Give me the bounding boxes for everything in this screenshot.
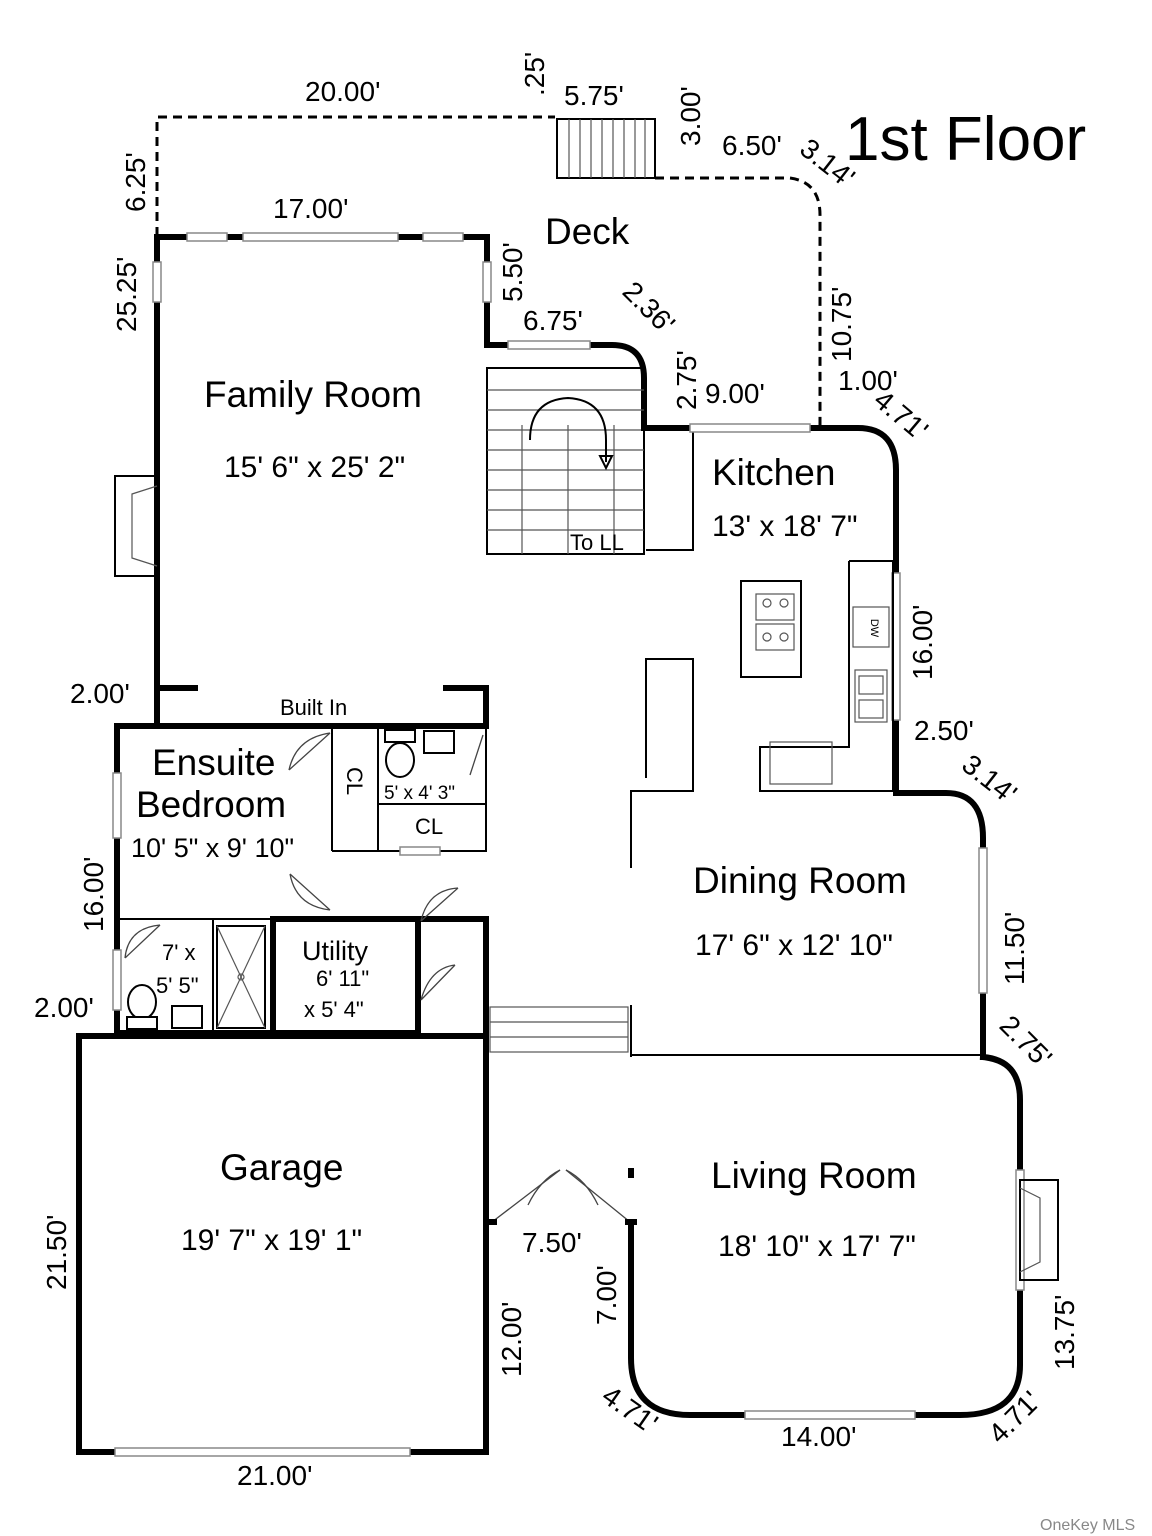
dim-label: 6.75' — [523, 305, 583, 336]
dining-room-name: Dining Room — [693, 860, 907, 901]
kitchen-island — [740, 580, 802, 678]
deck-label: Deck — [545, 211, 630, 252]
dim-label: 21.00' — [237, 1460, 312, 1491]
kitchen-name: Kitchen — [712, 452, 835, 493]
powder-room-size: 5' x 4' 3" — [384, 783, 455, 804]
labels: 1st Floor Deck Family Room 15' 6" x 25' … — [131, 105, 1086, 1263]
dim-label: 16.00' — [78, 857, 109, 932]
living-room-name: Living Room — [711, 1155, 917, 1196]
dining-room-walls — [489, 790, 988, 1060]
garage-walls — [76, 916, 489, 1457]
dim-label: 12.00' — [496, 1302, 527, 1377]
powder-room-fixtures — [384, 729, 484, 778]
ensuite-name-line2: Bedroom — [136, 784, 286, 825]
ensuite-walls — [112, 723, 489, 922]
utility-name: Utility — [302, 936, 368, 966]
dim-label: 5.50' — [497, 242, 528, 302]
dim-label: 6.25' — [120, 152, 151, 212]
dim-label: .25' — [519, 52, 550, 96]
deck-outline — [155, 115, 822, 428]
dim-label: 7.00' — [591, 1265, 622, 1325]
kitchen-counter — [759, 560, 894, 792]
living-room-fireplace — [1019, 1179, 1059, 1281]
dim-label: 7.50' — [522, 1227, 582, 1258]
built-in-label: Built In — [280, 695, 347, 720]
dim-label: 13.75' — [1049, 1295, 1080, 1370]
dim-label: 4.71' — [982, 1385, 1046, 1449]
garage-name: Garage — [220, 1147, 343, 1188]
dim-label: 2.75' — [671, 350, 702, 410]
dim-label: 5.75' — [564, 80, 624, 111]
family-room-size: 15' 6" x 25' 2" — [224, 451, 405, 484]
dim-label: 10.75' — [826, 287, 857, 362]
closet-label: CL — [415, 814, 443, 839]
utility-size-line2: x 5' 4" — [304, 997, 364, 1022]
dimension-labels: 20.00' .25' 5.75' 3.00' 6.50' 3.14' 6.25… — [34, 52, 1080, 1491]
dim-label: 11.50' — [999, 912, 1030, 985]
bath-walls — [112, 916, 276, 1036]
dim-label: 6.50' — [722, 130, 782, 161]
kitchen-size: 13' x 18' 7" — [712, 510, 858, 543]
dim-label: 1.00' — [838, 365, 898, 396]
dim-label: 25.25' — [111, 257, 142, 332]
to-ll-label: To LL — [570, 530, 624, 555]
family-room-windows — [152, 232, 591, 350]
closet-label-vertical: CL — [342, 767, 367, 795]
dishwasher-label: DW — [868, 619, 880, 638]
living-room-french-doors — [485, 1169, 637, 1225]
family-room-name: Family Room — [204, 374, 422, 415]
interior-partitions — [630, 658, 694, 1057]
dim-label: 2.50' — [914, 715, 974, 746]
ensuite-size: 10' 5" x 9' 10" — [131, 833, 294, 863]
interior-stairs — [486, 367, 645, 555]
deck-stairs — [556, 118, 656, 179]
family-room-fireplace — [114, 475, 158, 577]
dim-label: 9.00' — [705, 378, 765, 409]
watermark-credit: OneKey MLS — [1040, 1517, 1135, 1534]
dining-room-size: 17' 6" x 12' 10" — [695, 929, 893, 962]
utility-size-line1: 6' 11" — [316, 966, 369, 991]
floor-title: 1st Floor — [845, 105, 1086, 174]
bath-size-line2: 5' 5" — [156, 973, 199, 998]
ensuite-name-line1: Ensuite — [152, 742, 275, 783]
dim-label: 4.71' — [597, 1380, 664, 1440]
dim-label: 20.00' — [305, 76, 380, 107]
dim-label: 17.00' — [273, 193, 348, 224]
dim-label: 2.00' — [70, 678, 130, 709]
dim-label: 16.00' — [907, 605, 938, 680]
kitchen-walls — [641, 425, 899, 796]
dim-label: 21.50' — [41, 1215, 72, 1290]
dim-label: 14.00' — [781, 1421, 856, 1452]
living-room-size: 18' 10" x 17' 7" — [718, 1230, 916, 1263]
dim-label: 2.00' — [34, 992, 94, 1023]
dim-label: 3.00' — [675, 86, 706, 146]
garage-size: 19' 7" x 19' 1" — [181, 1224, 362, 1257]
dim-label: 2.36' — [617, 275, 681, 339]
bath-size-line1: 7' x — [162, 940, 196, 965]
